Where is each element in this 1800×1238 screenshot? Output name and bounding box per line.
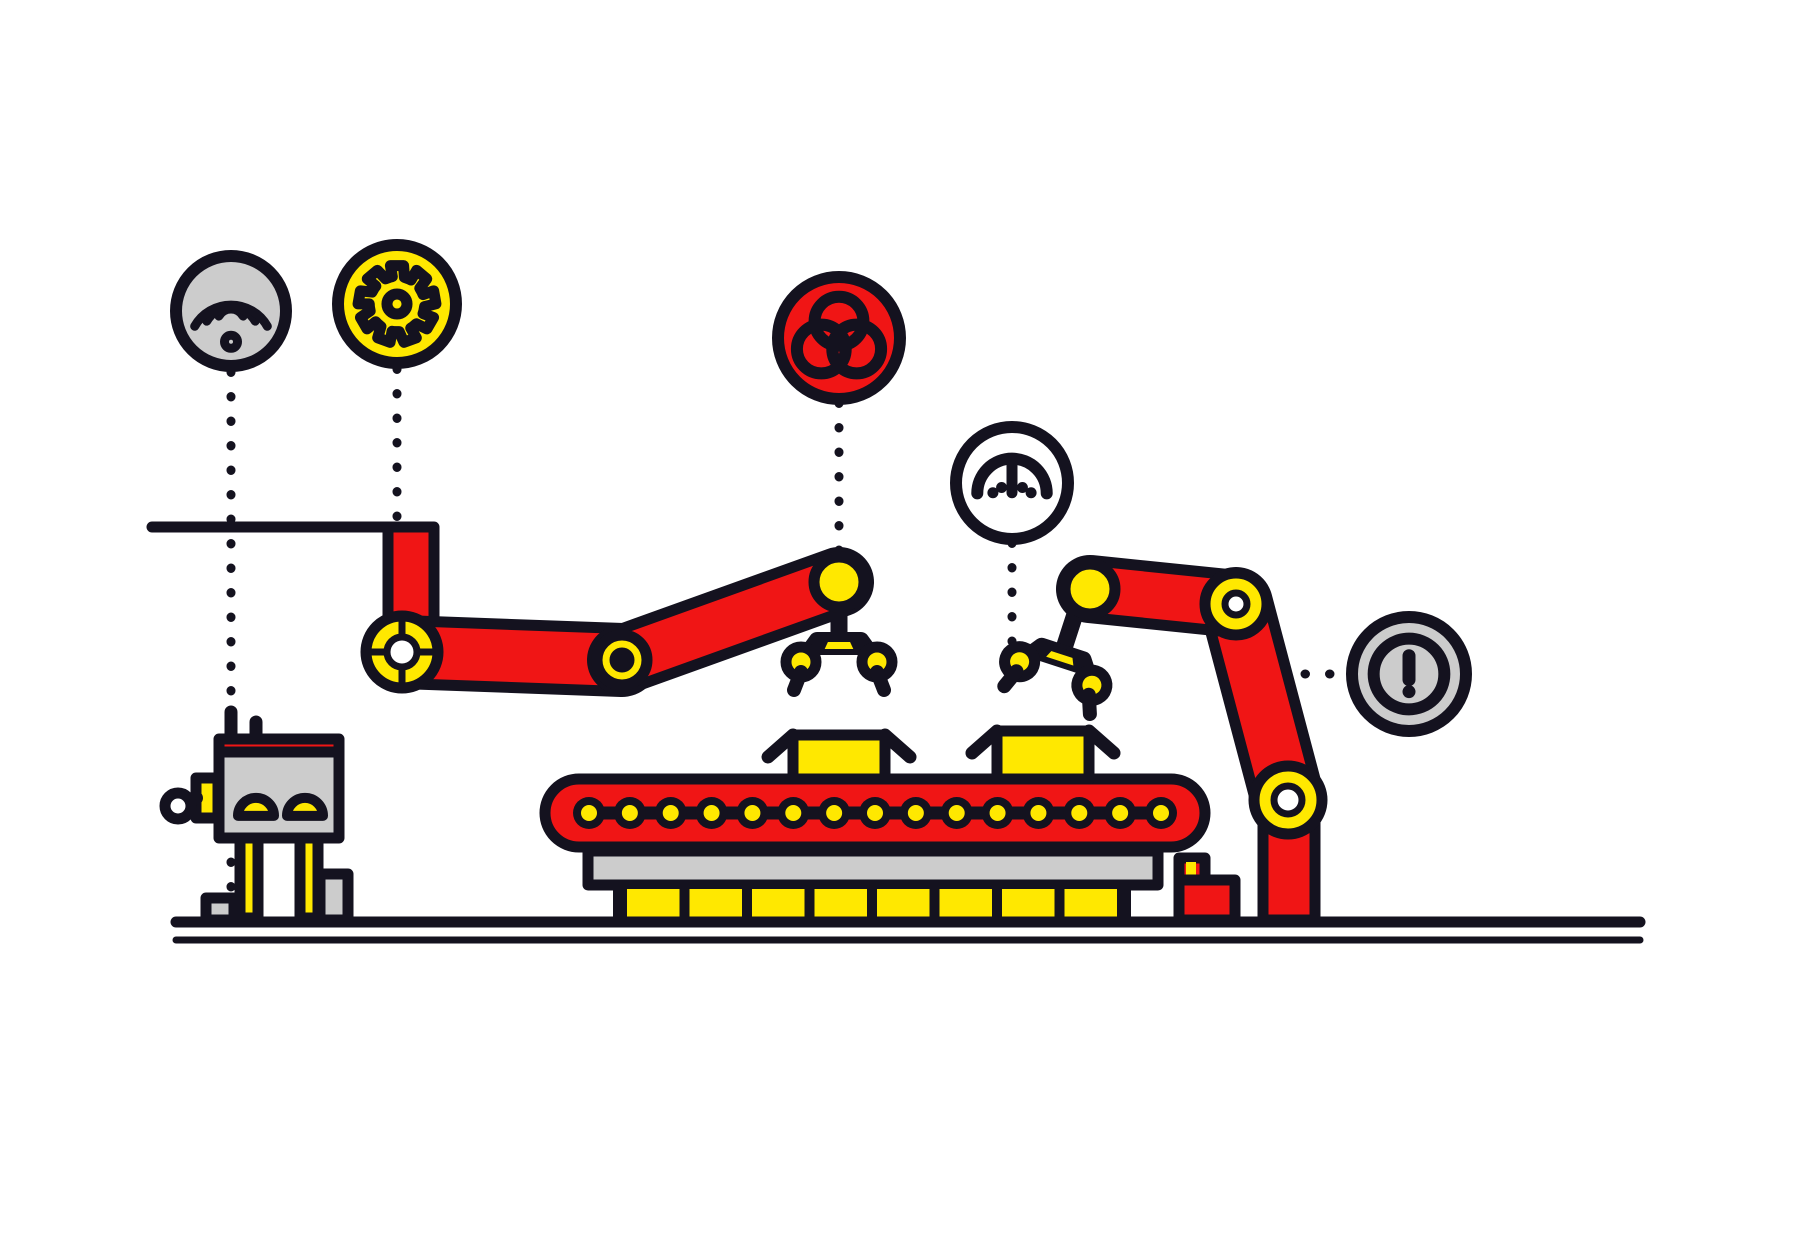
machinery-layer: [146, 521, 1646, 944]
right-arm-gripper[interactable]: [997, 589, 1129, 722]
status-badge-wifi[interactable]: Wireless Connectivity: [170, 250, 292, 372]
venn-process-icon: [790, 290, 888, 380]
machine-body-shape: [213, 746, 345, 844]
cardboard-box[interactable]: [761, 728, 917, 785]
box-body: [991, 725, 1095, 785]
right-arm-gripper-claw-finger: [1081, 687, 1097, 722]
conveyor-panel: [1002, 889, 1055, 919]
right-arm-base-joint[interactable]: [1248, 760, 1328, 840]
eye-shape: [233, 792, 279, 821]
pallet-base[interactable]: [1173, 874, 1241, 926]
conveyor-roller-core: [1153, 805, 1169, 821]
wifi-arc: [190, 300, 272, 331]
right-arm-wrist-joint[interactable]: [1059, 558, 1121, 620]
machine-indicator-eye: [282, 792, 328, 821]
wifi-dot: [220, 330, 242, 353]
pick-and-place-robotic-arm[interactable]: [997, 555, 1328, 926]
eye-shape: [282, 792, 328, 821]
gauge-meter-icon: [971, 452, 1053, 500]
conveyor-panel: [689, 889, 742, 919]
roller-conveyor-belt[interactable]: [539, 773, 1211, 926]
conveyor-roller-core: [621, 805, 638, 821]
left-arm-gripper-body: [817, 636, 861, 655]
alert-dot: [1402, 685, 1416, 699]
right-arm-base-joint-hub: [1270, 782, 1306, 818]
venn-circle: [826, 318, 888, 380]
floor-block[interactable]: [314, 868, 354, 926]
cardboard-box[interactable]: [965, 724, 1121, 785]
conveyor-roller-core: [785, 805, 802, 821]
alert-ring: [1367, 632, 1451, 716]
left-arm-gripper-claw-finger: [870, 665, 891, 697]
conveyor-roller-core: [703, 805, 720, 821]
conveyor-roller-core: [989, 805, 1006, 821]
left-arm-gripper-claw-finger: [787, 665, 808, 697]
machine-leg-shape: [234, 832, 264, 924]
status-badge-process[interactable]: Process Integration: [772, 271, 906, 405]
left-arm-elbow-joint[interactable]: [591, 629, 653, 691]
machine-side-knob[interactable]: [159, 787, 197, 825]
left-arm-fore-segment-fill: [598, 558, 863, 684]
left-arm-elbow-joint-hub: [609, 647, 635, 673]
gear-hub: [381, 288, 413, 320]
pallet-marker: [1186, 862, 1196, 880]
factory-floor: [170, 916, 1646, 944]
gear-body: [352, 260, 442, 348]
pallet-block[interactable]: [1173, 852, 1241, 926]
left-arm-fore-segment[interactable]: [587, 547, 874, 695]
warning-alert-icon: [1367, 632, 1451, 716]
conveyor-roller-core: [826, 805, 843, 821]
left-arm-shoulder-joint-hub: [383, 633, 421, 671]
conveyor-roller-core: [1071, 805, 1088, 821]
gauge-tick: [987, 487, 999, 499]
conveyor-roller-core: [867, 805, 883, 821]
left-arm-wrist-joint-shape: [808, 551, 870, 613]
status-badge-settings[interactable]: Machine Configuration: [332, 239, 462, 369]
conveyor-support-panels: [613, 882, 1131, 926]
gauge-tick: [996, 482, 1008, 494]
left-arm-wrist-joint[interactable]: [808, 551, 870, 613]
gauge-dial: [971, 452, 1053, 500]
conveyor-base-bar[interactable]: [582, 845, 1164, 891]
conveyor-roller-core: [662, 805, 679, 821]
conveyor-panel: [752, 889, 805, 919]
status-badge-gauge[interactable]: Performance Monitoring: [950, 421, 1074, 545]
right-arm-wrist-joint-shape: [1059, 558, 1121, 620]
status-icon-layer: Wireless Connectivity Machine Configurati…: [170, 239, 1472, 737]
conveyor-panel: [877, 889, 930, 919]
venn-circle: [790, 318, 852, 380]
machine-indicator-eye: [233, 792, 279, 821]
gauge-tick: [1016, 482, 1028, 494]
control-station-robot[interactable]: [159, 705, 354, 926]
wifi-signal-icon: [190, 300, 272, 353]
conveyor-panel: [627, 889, 680, 919]
conveyor-roller-core: [581, 805, 597, 821]
conveyor-roller-core: [744, 805, 761, 821]
machine-body[interactable]: [213, 746, 345, 844]
connector-layer: [226, 364, 1353, 923]
right-arm-elbow-joint[interactable]: [1199, 567, 1273, 641]
conveyor-roller-core: [907, 805, 924, 821]
conveyor-roller-core: [1030, 805, 1047, 821]
conveyor-base-bar-shape: [582, 845, 1164, 891]
pallet-base-shape: [1173, 874, 1241, 926]
conveyor-roller-core: [948, 805, 965, 821]
box-body: [787, 729, 891, 785]
gear-settings-icon: [352, 260, 442, 348]
right-arm-gripper-claw-finger: [997, 664, 1024, 694]
left-arm-shoulder-joint[interactable]: [360, 610, 444, 694]
status-badge-alert[interactable]: System Alert: [1346, 611, 1472, 737]
floor-block-shape: [314, 868, 354, 926]
right-arm-elbow-joint-hub: [1221, 589, 1251, 619]
conveyor-panel: [1064, 889, 1117, 919]
gauge-tick: [1025, 487, 1037, 499]
conveyor-roller-core: [1112, 805, 1129, 821]
right-arm-gripper-body: [1037, 644, 1080, 673]
conveyor-panel: [814, 889, 867, 919]
conveyor-panel: [939, 889, 992, 919]
machine-leg[interactable]: [234, 832, 264, 924]
overhead-robotic-arm[interactable]: [360, 521, 898, 697]
